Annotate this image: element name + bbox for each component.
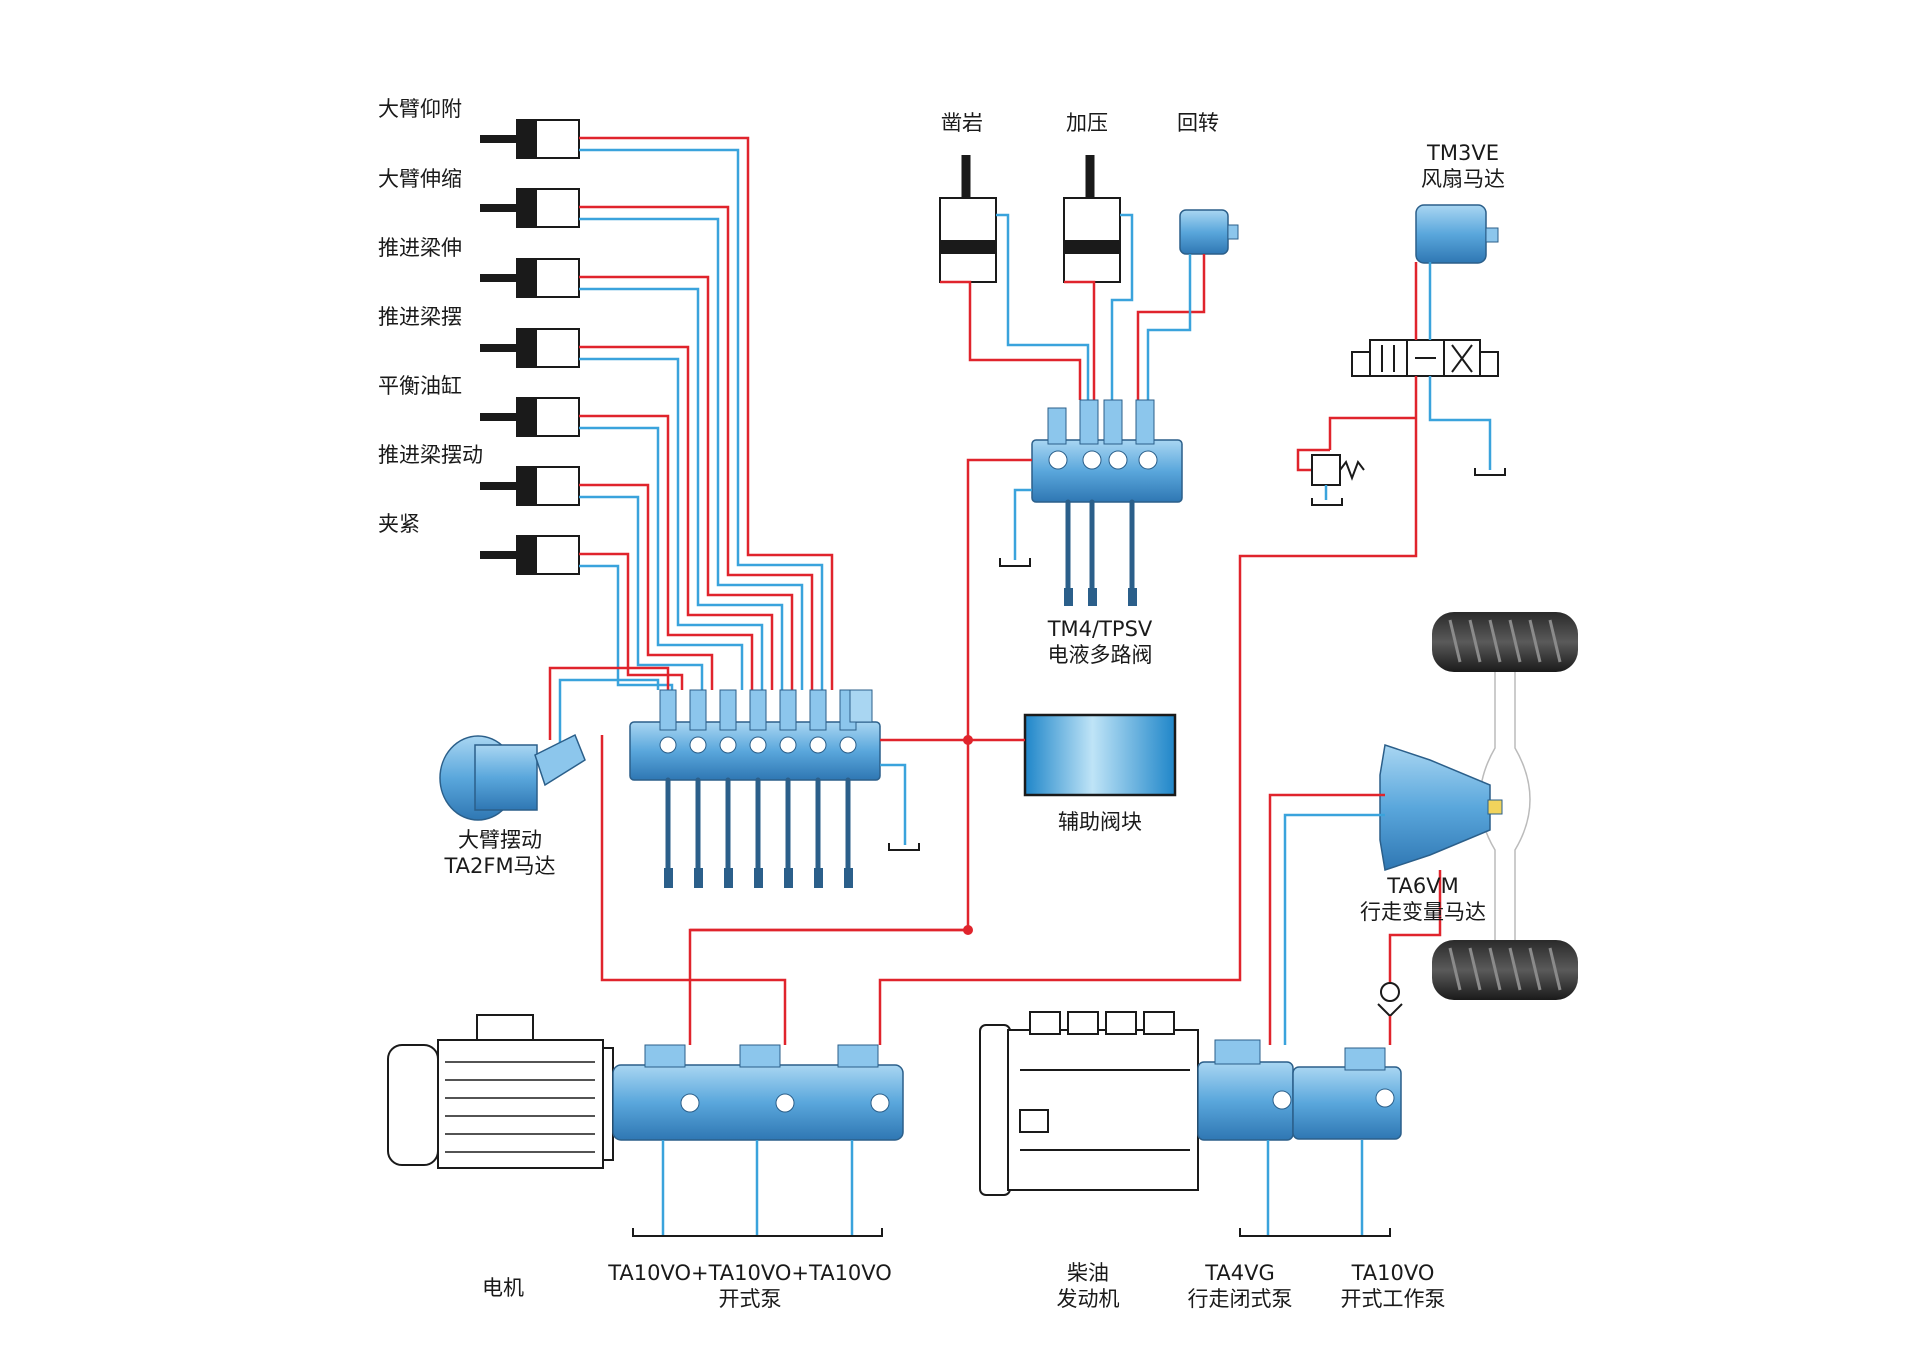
tire-top <box>1432 612 1578 672</box>
boom-swing-motor <box>439 733 586 821</box>
pump-set-tank-symbol <box>632 1228 883 1237</box>
check-valve-symbol <box>1377 982 1403 1045</box>
pressure-network <box>600 458 1242 1045</box>
engine-pump-tank-symbol <box>1239 1228 1391 1237</box>
engine-pump-return-lines <box>1266 1140 1364 1235</box>
travel-motor <box>1379 744 1503 871</box>
cylinder-5 <box>480 397 580 437</box>
relief-valve-symbol <box>1296 448 1365 506</box>
cylinder-1 <box>480 119 580 159</box>
ta10vo-pump <box>1292 1047 1402 1140</box>
diesel-label-line2: 发动机 <box>1057 1287 1120 1311</box>
ta10vo-label-line2: 开式工作泵 <box>1341 1287 1446 1311</box>
cylinder-7 <box>480 535 580 575</box>
press-label: 加压 <box>1066 111 1108 135</box>
pump-set-label-line2: 开式泵 <box>719 1287 782 1311</box>
fan-motor-label-line1: TM3VE <box>1426 141 1499 165</box>
cylinder-4 <box>480 328 580 368</box>
ta10vo-label-line1: TA10VO <box>1351 1261 1435 1285</box>
cylinder-6 <box>480 466 580 506</box>
left-cylinder-group <box>480 119 580 575</box>
directional-valve-symbol <box>1351 339 1499 377</box>
cylinder-label-7: 夹紧 <box>378 512 420 536</box>
drill-cylinder <box>939 155 997 283</box>
top-actuator-lines <box>940 213 1206 400</box>
cylinder-label-6: 推进梁摆动 <box>378 443 483 467</box>
fan-lines <box>1238 262 1492 918</box>
fan-motor-label-line2: 风扇马达 <box>1421 167 1505 191</box>
main-multiway-valve <box>629 689 881 888</box>
travel-motor-label-line2: 行走变量马达 <box>1360 900 1486 924</box>
cylinder-label-4: 推进梁摆 <box>378 305 462 329</box>
tm4-tank-symbol <box>999 488 1032 567</box>
boom-motor-label-line1: 大臂摆动 <box>458 828 542 852</box>
drill-label: 凿岩 <box>941 111 983 135</box>
cylinder-label-2: 大臂伸缩 <box>378 167 462 191</box>
press-cylinder <box>1063 155 1121 283</box>
rotation-motor <box>1179 209 1239 255</box>
cylinder-2 <box>480 188 580 228</box>
boom-motor-label-line2: TA2FM马达 <box>443 854 555 878</box>
motor-label: 电机 <box>482 1276 524 1300</box>
fan-tank-symbol <box>1474 468 1506 476</box>
travel-motor-label-line1: TA6VM <box>1386 874 1458 898</box>
aux-block-label: 辅助阀块 <box>1058 810 1142 834</box>
diesel-label-line1: 柴油 <box>1067 1261 1109 1285</box>
tm4-label-line1: TM4/TPSV <box>1047 617 1153 641</box>
tire-bottom <box>1432 940 1578 1000</box>
main-valve-tank-symbol <box>880 763 920 851</box>
cylinder-hydraulic-lines <box>548 136 834 750</box>
junction-dots <box>963 735 973 935</box>
rotate-label: 回转 <box>1177 111 1219 135</box>
cylinder-label-5: 平衡油缸 <box>378 374 462 398</box>
ta4vg-label-line2: 行走闭式泵 <box>1188 1287 1293 1311</box>
pump-set-ta10vo <box>612 1044 904 1141</box>
cylinder-3 <box>480 258 580 298</box>
pump-set-label-line1: TA10VO+TA10VO+TA10VO <box>607 1261 892 1285</box>
cylinder-label-1: 大臂仰附 <box>378 97 462 121</box>
ta4vg-pump <box>1197 1039 1294 1141</box>
cylinder-label-3: 推进梁伸 <box>378 236 462 260</box>
diesel-engine <box>979 1011 1199 1196</box>
electric-motor <box>387 1014 614 1169</box>
aux-valve-block <box>1023 713 1177 797</box>
tm4-label-line2: 电液多路阀 <box>1048 643 1153 667</box>
fan-motor <box>1415 204 1499 264</box>
travel-motor-lines <box>1268 793 1442 1045</box>
tm4-multiway-valve <box>1031 399 1183 606</box>
ta4vg-label-line1: TA4VG <box>1204 1261 1275 1285</box>
pump-set-return-lines <box>661 1140 854 1235</box>
